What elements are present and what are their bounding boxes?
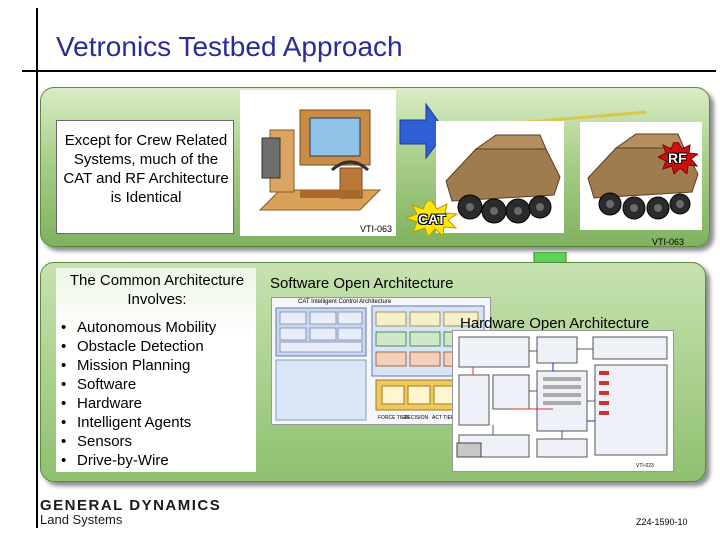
architecture-box bbox=[56, 268, 256, 472]
list-item-label: Obstacle Detection bbox=[77, 338, 204, 355]
list-item-label: Mission Planning bbox=[77, 357, 191, 374]
cat-label: CAT bbox=[418, 211, 446, 227]
rf-vehicle-image bbox=[580, 122, 702, 230]
slide-title: Vetronics Testbed Approach bbox=[56, 31, 403, 62]
list-item: • Intelligent Agents bbox=[58, 413, 258, 432]
bullet-icon: • bbox=[61, 395, 67, 412]
bullet-icon: • bbox=[61, 433, 67, 450]
crew-station-caption: VTI-063 bbox=[360, 224, 393, 234]
bullet-icon: • bbox=[61, 319, 67, 336]
title-divider-vertical bbox=[36, 8, 38, 528]
list-item-label: Drive-by-Wire bbox=[77, 452, 169, 469]
bullet-icon: • bbox=[61, 357, 67, 374]
list-item: • Autonomous Mobility bbox=[58, 318, 258, 337]
bullet-icon: • bbox=[61, 452, 67, 469]
note-text: Except for Crew Related Systems, much of… bbox=[63, 132, 229, 206]
hardware-architecture-diagram: VTI-023 bbox=[452, 330, 674, 472]
bullet-icon: • bbox=[61, 338, 67, 355]
list-item-label: Intelligent Agents bbox=[77, 414, 192, 431]
list-item: • Hardware bbox=[58, 394, 258, 413]
burst-star-icon bbox=[656, 141, 700, 175]
vehicle-caption: VTI-063 bbox=[652, 237, 685, 247]
cat-burst-badge: CAT bbox=[404, 200, 459, 238]
list-item: • Mission Planning bbox=[58, 356, 258, 375]
list-item-label: Autonomous Mobility bbox=[77, 319, 217, 336]
bullet-icon: • bbox=[61, 414, 67, 431]
list-item-label: Software bbox=[77, 376, 137, 393]
list-item-label: Hardware bbox=[77, 395, 143, 412]
list-item: • Sensors bbox=[58, 432, 258, 451]
architecture-heading: The Common Architecture Involves: bbox=[69, 272, 245, 308]
list-item: • Software bbox=[58, 375, 258, 394]
company-logo-subtitle: Land Systems bbox=[40, 512, 123, 527]
sw-caption-decision: DECISION bbox=[404, 415, 429, 421]
list-item: • Obstacle Detection bbox=[58, 337, 258, 356]
note-box bbox=[56, 120, 234, 234]
rf-burst-badge: RF bbox=[656, 141, 700, 175]
sw-diagram-header: CAT Intelligent Control Architecture bbox=[298, 299, 392, 305]
bullet-icon: • bbox=[61, 376, 67, 393]
list-item: • Drive-by-Wire bbox=[58, 451, 258, 470]
crew-station-image bbox=[240, 90, 396, 236]
title-divider-horizontal bbox=[22, 70, 716, 72]
burst-star-icon bbox=[404, 200, 459, 238]
sw-caption-act: ACT TIER bbox=[432, 415, 455, 421]
hw-diagram-caption: VTI-023 bbox=[636, 463, 654, 469]
list-item-label: Sensors bbox=[77, 433, 133, 450]
architecture-list: • Autonomous Mobility • Obstacle Detection… bbox=[58, 318, 258, 470]
sw-caption-force: FORCE TIER bbox=[378, 415, 409, 421]
document-number: Z24-1590-10 bbox=[636, 517, 688, 527]
rf-label: RF bbox=[668, 150, 687, 166]
software-architecture-label: Software Open Architecture bbox=[270, 275, 454, 292]
hardware-architecture-label: Hardware Open Architecture bbox=[460, 315, 650, 332]
cat-vehicle-image bbox=[436, 121, 564, 233]
company-logo: GENERAL DYNAMICS bbox=[40, 497, 222, 514]
